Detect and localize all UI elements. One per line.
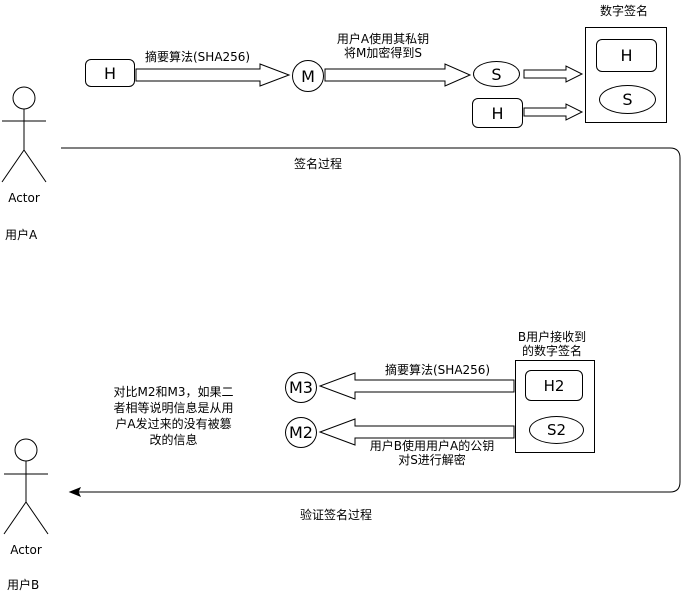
actor-a-figure	[1, 86, 47, 183]
process-connector-arrowhead	[68, 487, 82, 497]
signing-process-label: 签名过程	[294, 157, 343, 171]
hash-h-box: H	[85, 59, 135, 87]
m2-node: M2	[285, 417, 317, 448]
signature-h-box: H	[596, 39, 657, 72]
encrypt-label: 用户A使用其私钥 将M加密得到S	[336, 32, 430, 60]
actor-a-name: 用户A	[5, 228, 38, 242]
m3-node: M3	[285, 372, 317, 403]
compare-explanation: 对比M2和M3，如果二者相等说明信息是从用户A发过来的没有被篡改的信息	[113, 385, 234, 447]
actor-b-figure	[3, 438, 49, 535]
arrow-s2-to-m2	[318, 418, 515, 446]
arrow-h-lower-to-signature	[523, 103, 584, 121]
message-m-node: M	[292, 60, 324, 92]
arrow-m-to-s	[324, 63, 472, 87]
actor-b-name: 用户B	[7, 578, 40, 592]
signature-s-node: S	[473, 61, 520, 87]
received-s2-ellipse: S2	[529, 416, 584, 444]
decrypt-label: 用户B使用用户A的公钥 对S进行解密	[369, 439, 495, 467]
received-signature-title: B用户接收到 的数字签名	[517, 330, 587, 358]
hash-h-lower-box: H	[472, 98, 523, 128]
verify-hash-label: 摘要算法(SHA256)	[385, 363, 491, 377]
process-connector	[61, 147, 681, 493]
hash-algorithm-label: 摘要算法(SHA256)	[145, 50, 251, 64]
signature-s-ellipse: S	[599, 85, 656, 114]
received-h2-box: H2	[525, 370, 583, 401]
arrow-s-to-signature	[523, 65, 584, 83]
actor-b-symbol: Actor	[10, 543, 42, 557]
arrow-h2-to-m3	[318, 372, 515, 400]
signature-title: 数字签名	[600, 4, 649, 18]
arrow-h-to-m	[135, 63, 291, 87]
verification-process-label: 验证签名过程	[300, 508, 373, 522]
actor-a-symbol: Actor	[8, 191, 40, 205]
